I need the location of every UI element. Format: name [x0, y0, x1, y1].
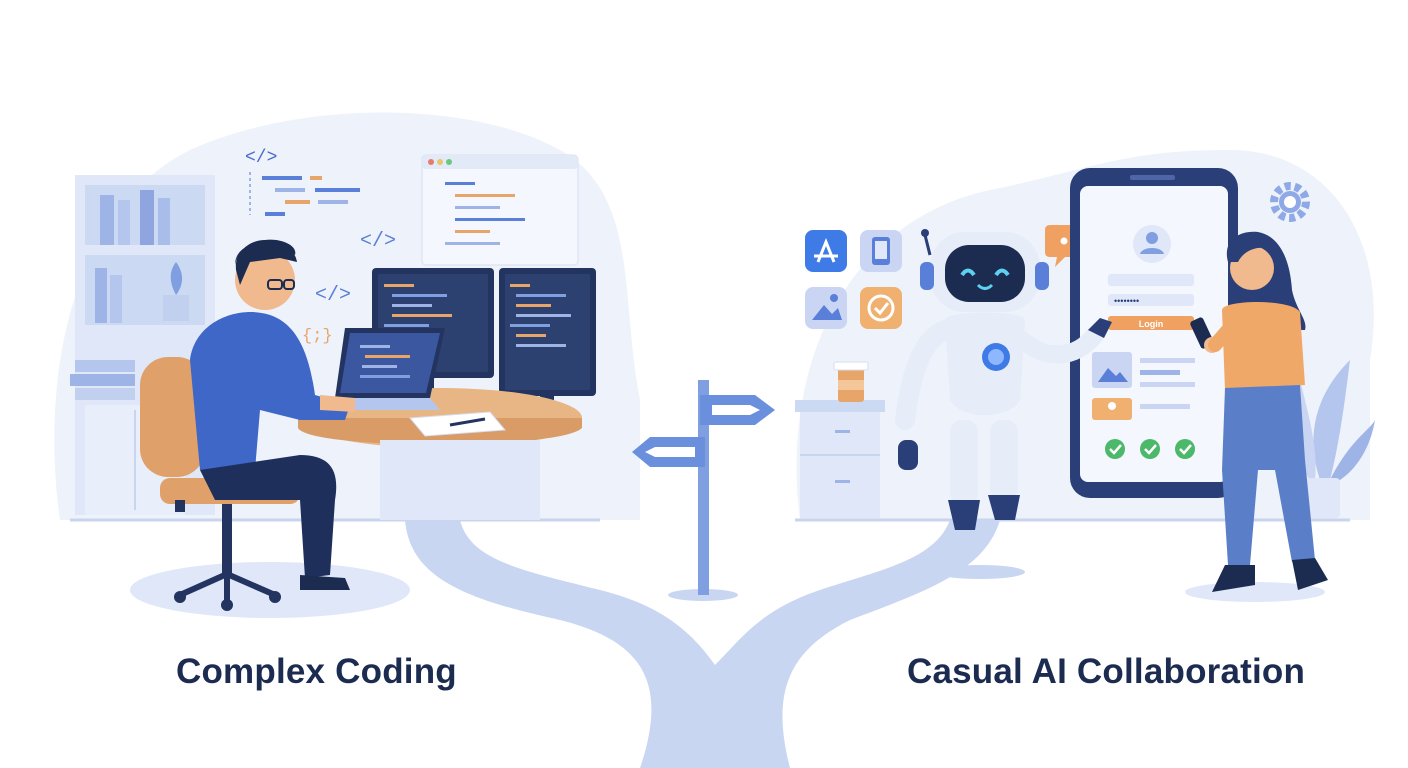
desk	[298, 388, 582, 520]
caption-casual-ai-collaboration: Casual AI Collaboration	[907, 652, 1306, 691]
code-tag-icon-2: </>	[360, 230, 396, 253]
big-phone: •••••••• Login	[1070, 168, 1238, 498]
caption-complex-coding: Complex Coding	[176, 652, 457, 691]
phone-icon	[860, 230, 902, 272]
password-field: ••••••••	[1114, 296, 1139, 306]
login-button: Login	[1139, 319, 1164, 329]
signpost-icon	[632, 380, 775, 601]
coffee-cup	[833, 361, 869, 402]
side-cabinet	[795, 400, 885, 518]
gear-icon	[1270, 182, 1310, 222]
app-store-icon	[805, 230, 847, 272]
image-icon	[805, 287, 847, 329]
braces-icon: {;}	[302, 327, 333, 346]
woman-person	[1185, 231, 1328, 602]
code-tag-icon-3: </>	[315, 284, 351, 307]
diverging-path	[405, 520, 1000, 768]
robot	[895, 229, 1112, 579]
checkmark-icon	[860, 287, 902, 329]
monitor-right	[499, 268, 596, 414]
code-snippet: </>	[245, 148, 360, 216]
developer-person	[190, 239, 355, 590]
code-tag-icon: </>	[245, 148, 277, 168]
browser-window	[421, 154, 579, 266]
